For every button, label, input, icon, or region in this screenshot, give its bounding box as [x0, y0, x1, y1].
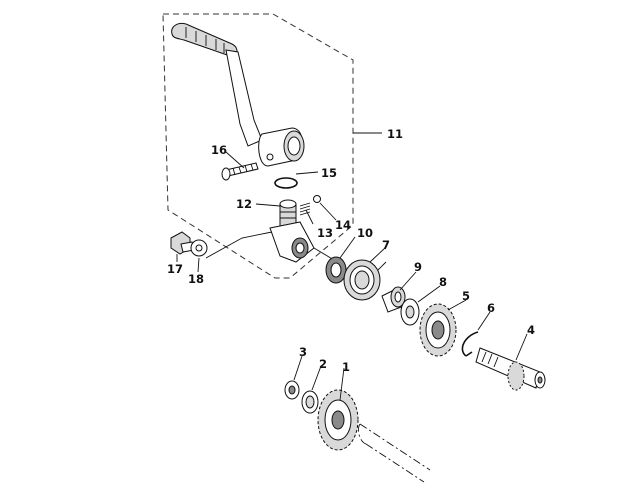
- leader-lines: [176, 132, 528, 401]
- bolt-17: [170, 231, 195, 255]
- callout-18: 18: [188, 272, 204, 286]
- callout-15: 15: [321, 166, 337, 180]
- callout-10: 10: [357, 226, 373, 240]
- kick-shaft-12: [269, 199, 335, 263]
- callout-11: 11: [387, 127, 403, 141]
- callout-1: 1: [342, 360, 350, 374]
- callout-9: 9: [414, 260, 422, 274]
- callout-16: 16: [211, 143, 227, 157]
- kick-spring-7: [343, 259, 387, 301]
- washer-8: [400, 298, 420, 326]
- callout-8: 8: [439, 275, 447, 289]
- ball-14: [313, 195, 321, 203]
- kick-shaft-4: [475, 347, 546, 391]
- spring-guide-9: [381, 286, 406, 313]
- countershaft-phantom: [357, 423, 431, 483]
- bolt-16: [221, 162, 259, 181]
- kick-lever: [171, 23, 305, 167]
- o-ring-15: [274, 177, 298, 189]
- callout-6: 6: [487, 301, 495, 315]
- circlip-6: [461, 331, 479, 357]
- spring-13: [299, 202, 311, 216]
- callout-4: 4: [527, 323, 535, 337]
- callout-3: 3: [299, 345, 307, 359]
- callout-7: 7: [382, 238, 390, 252]
- callout-13: 13: [317, 226, 333, 240]
- callout-labels: 1 2 3 4 5 6 7 8 9 10 11 12 13 14 15 16 1…: [167, 127, 535, 374]
- kick-gear-5: [419, 303, 457, 357]
- callout-12: 12: [236, 197, 252, 211]
- washer-3: [284, 380, 300, 400]
- washer-18: [190, 239, 208, 257]
- callout-14: 14: [335, 218, 351, 232]
- callout-5: 5: [462, 289, 470, 303]
- callout-17: 17: [167, 262, 183, 276]
- idler-gear-1: [317, 389, 359, 451]
- washer-2: [301, 390, 319, 414]
- assembly-boundary: [162, 13, 354, 279]
- seal-10: [325, 256, 347, 284]
- callout-2: 2: [319, 357, 327, 371]
